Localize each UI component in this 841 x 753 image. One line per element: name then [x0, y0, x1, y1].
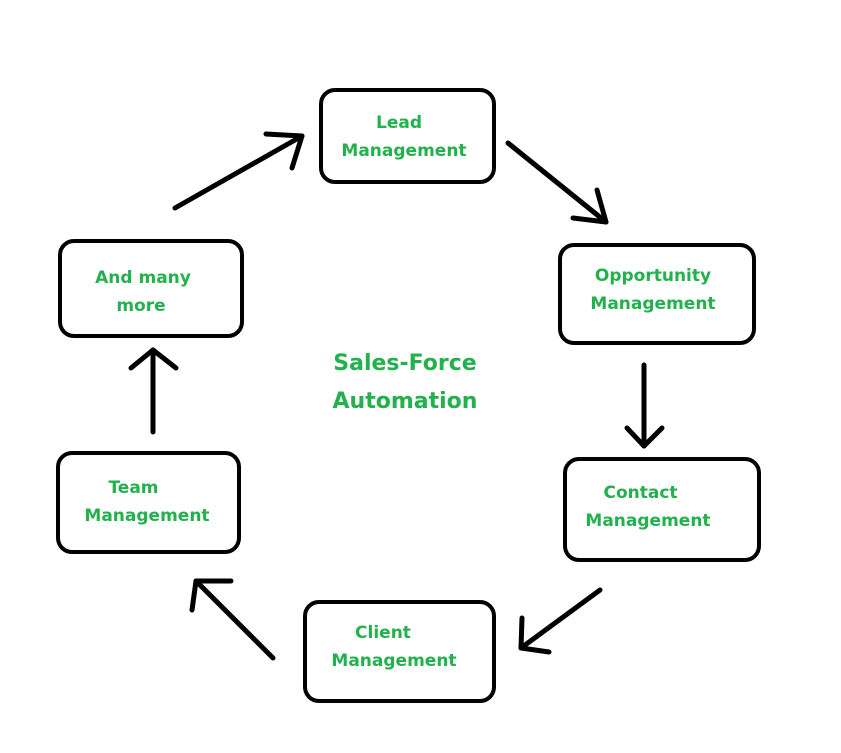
node-more-label-2: more [116, 296, 166, 316]
node-opportunity-label-2: Management [590, 294, 716, 314]
arrow-contact-to-client [518, 587, 603, 655]
node-more-label-1: And many [95, 268, 191, 288]
node-contact-management [563, 457, 761, 562]
node-team-label-2: Management [84, 506, 210, 526]
node-team-management [56, 451, 241, 554]
node-client-label-2: Management [331, 651, 457, 671]
node-opportunity-label-1: Opportunity [594, 266, 712, 286]
arrow-client-to-team [189, 578, 276, 661]
node-client-management [303, 600, 496, 703]
arrow-lead-to-opportunity [505, 140, 609, 225]
center-title-line-1: Sales-Force [333, 351, 477, 376]
node-contact-label-2: Management [585, 511, 711, 531]
node-lead-label-1: Lead [375, 113, 422, 133]
node-lead-label-2: Management [341, 141, 467, 161]
node-contact-label-1: Contact [603, 483, 678, 503]
center-title-line-2: Automation [332, 389, 478, 414]
node-lead-management [319, 88, 496, 184]
arrow-team-to-more [128, 347, 179, 435]
node-team-label-1: Team [108, 478, 159, 498]
node-client-label-1: Client [355, 623, 411, 643]
node-opportunity-management [558, 243, 756, 345]
arrow-more-to-lead [172, 131, 305, 211]
node-and-many-more [58, 239, 244, 338]
arrow-opportunity-to-contact [624, 362, 665, 449]
